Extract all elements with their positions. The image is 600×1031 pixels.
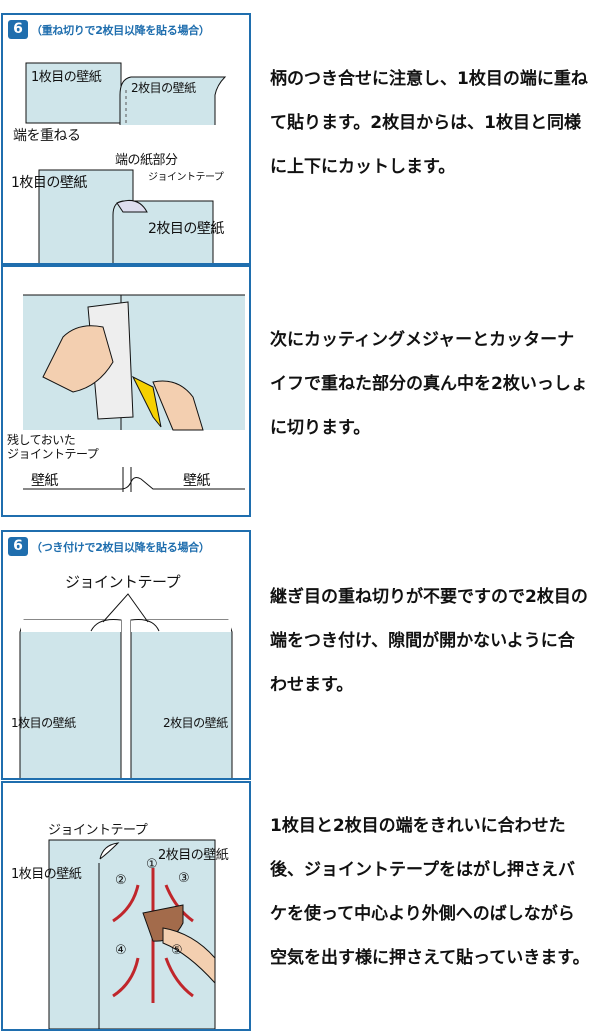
- label-second-wallpaper: 2枚目の壁紙: [131, 81, 196, 95]
- step-5-marker: ⑤: [171, 943, 183, 958]
- label-remaining: 残しておいた: [7, 433, 76, 447]
- instruction-text: 1枚目と2枚目の端をきれいに合わせた後、ジョイントテープをはがし押さえバケを使っ…: [270, 816, 590, 968]
- label-joint-tape: ジョイントテープ: [7, 447, 99, 461]
- step-2-marker: ②: [115, 873, 127, 888]
- cutting-illustration: [23, 294, 245, 492]
- illustration-cutting: 残しておいた ジョイントテープ 壁紙 壁紙: [1, 265, 251, 517]
- instruction-text: 継ぎ目の重ね切りが不要ですので2枚目の端をつき付け、隙間が開かないように合わせま…: [270, 587, 588, 695]
- step-3-marker: ③: [178, 871, 190, 886]
- section-header: 6（つき付けで2枚目以降を貼る場合）: [8, 537, 210, 556]
- label-second-wallpaper: 2枚目の壁紙: [158, 848, 229, 863]
- step-number-badge: 6: [8, 20, 28, 39]
- label-second-wallpaper: 2枚目の壁紙: [163, 716, 228, 730]
- label-joint-tape: ジョイントテープ: [48, 823, 148, 838]
- section-heading: （重ね切りで2枚目以降を貼る場合）: [31, 23, 210, 37]
- illustration-butt-joint: 6（つき付けで2枚目以降を貼る場合） ジョイントテープ 1枚目の壁紙 2枚目の壁…: [1, 530, 251, 780]
- label-first-wallpaper: 1枚目の壁紙: [11, 716, 76, 730]
- label-first-wallpaper: 1枚目の壁紙: [11, 867, 82, 882]
- step-number-badge: 6: [8, 537, 28, 556]
- label-first-wallpaper: 1枚目の壁紙: [11, 175, 87, 191]
- label-edge-paper: 端の紙部分: [115, 153, 178, 168]
- label-overlap-edges: 端を重ねる: [13, 128, 81, 144]
- label-wallpaper-right: 壁紙: [183, 473, 211, 489]
- section-header: 6（重ね切りで2枚目以降を貼る場合）: [8, 20, 210, 39]
- label-second-wallpaper: 2枚目の壁紙: [148, 221, 224, 237]
- step-4-marker: ④: [115, 943, 127, 958]
- brushing-illustration: [48, 839, 216, 1029]
- instruction-text: 次にカッティングメジャーとカッターナイフで重ねた部分の真ん中を2枚いっしょに切り…: [270, 330, 588, 438]
- butt-joint-illustration: [19, 593, 233, 778]
- overlap-illustration: [25, 62, 227, 263]
- label-first-wallpaper: 1枚目の壁紙: [31, 70, 102, 85]
- illustration-brushing: ジョイントテープ 2枚目の壁紙 1枚目の壁紙 ① ② ③ ④ ⑤: [1, 781, 251, 1031]
- label-joint-tape: ジョイントテープ: [148, 172, 224, 183]
- step-1-marker: ①: [146, 857, 158, 872]
- label-wallpaper-left: 壁紙: [31, 473, 59, 489]
- label-joint-tape: ジョイントテープ: [65, 573, 181, 591]
- illustration-overlap-cut: 6（重ね切りで2枚目以降を貼る場合） 1枚目の壁紙 2枚目の壁紙 端を重ねる 端…: [1, 13, 251, 265]
- section-heading: （つき付けで2枚目以降を貼る場合）: [31, 540, 210, 554]
- instruction-text: 柄のつき合せに注意し、1枚目の端に重ねて貼ります。2枚目からは、1枚目と同様に上…: [270, 69, 588, 177]
